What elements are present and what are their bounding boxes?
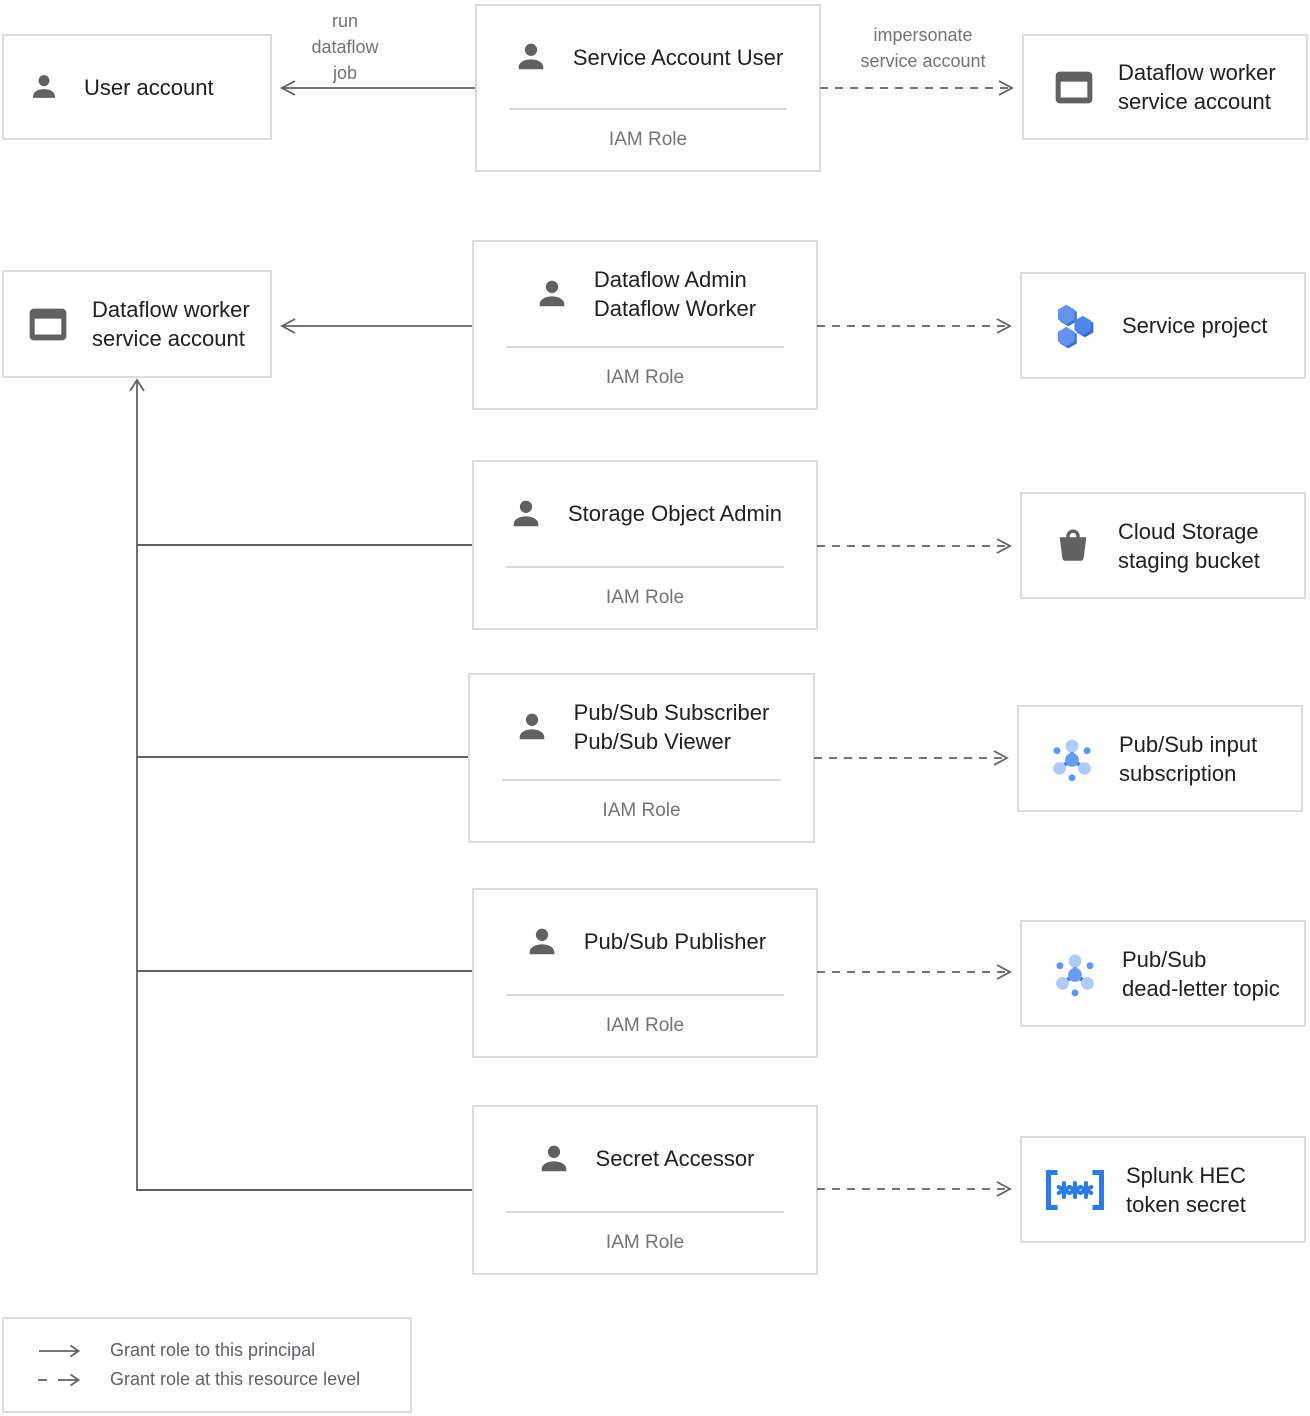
- branch-line-row6: [136, 1189, 472, 1191]
- legend-solid-label: Grant role to this principal: [110, 1340, 316, 1360]
- resource-label-line: Cloud Storage: [1118, 518, 1259, 544]
- resource-label-line: token secret: [1126, 1191, 1246, 1217]
- person-icon: [514, 709, 550, 745]
- solid-arrow-row2: [280, 318, 472, 334]
- dashed-arrow-icon: [38, 1373, 81, 1386]
- solid-arrow-run-dataflow-job: [280, 80, 475, 96]
- person-icon: [524, 924, 560, 960]
- iam-role-label: IAM Role: [605, 586, 685, 608]
- resource-label-line: subscription: [1119, 760, 1237, 786]
- pubsub-icon: [1049, 736, 1095, 782]
- service-account-icon: [1054, 70, 1094, 105]
- vertical-grant-line: [129, 378, 145, 1191]
- dashed-arrow-service-project: [817, 318, 1012, 334]
- project-hexagons-icon: [1052, 302, 1098, 349]
- divider: [506, 993, 784, 996]
- person-icon: [513, 39, 549, 75]
- pubsub-icon: [1052, 951, 1098, 997]
- edge-label-line: impersonate: [873, 25, 973, 45]
- edge-label-line: dataflow: [311, 37, 379, 57]
- person-icon: [536, 1141, 572, 1177]
- legend-row-dashed: Grant role at this resource level: [38, 1369, 410, 1390]
- role-box-dataflow-admin-worker: Dataflow Admin Dataflow Worker IAM Role: [472, 240, 818, 410]
- iam-role-label: IAM Role: [605, 366, 685, 388]
- divider: [506, 565, 784, 568]
- role-title-line: Service Account User: [572, 44, 784, 70]
- branch-line-row3: [136, 544, 472, 546]
- resource-label-line: Splunk HEC: [1126, 1162, 1246, 1188]
- cloud-storage-bucket-box: Cloud Storage staging bucket: [1020, 492, 1306, 599]
- pubsub-dead-letter-topic-box: Pub/Sub dead-letter topic: [1020, 920, 1306, 1027]
- divider: [502, 778, 781, 781]
- role-title-line: Dataflow Admin: [593, 266, 747, 292]
- edge-label-line: service account: [860, 51, 986, 71]
- legend-row-solid: Grant role to this principal: [38, 1340, 410, 1361]
- service-account-icon: [28, 307, 68, 342]
- iam-role-label: IAM Role: [608, 129, 688, 151]
- service-project-box: Service project: [1020, 272, 1306, 379]
- iam-role-label: IAM Role: [605, 1231, 685, 1253]
- resource-label-line: service account: [1118, 89, 1271, 114]
- dataflow-worker-sa-box-left: Dataflow worker service account: [2, 270, 272, 378]
- resource-label-line: staging bucket: [1118, 547, 1260, 573]
- divider: [506, 345, 784, 348]
- role-title-line: Dataflow Worker: [593, 295, 757, 321]
- dashed-arrow-impersonate: [820, 80, 1014, 96]
- principal-label-line: Dataflow worker: [92, 297, 250, 322]
- role-box-storage-object-admin: Storage Object Admin IAM Role: [472, 460, 818, 630]
- role-title-line: Secret Accessor: [595, 1146, 755, 1172]
- role-box-pubsub-publisher: Pub/Sub Publisher IAM Role: [472, 888, 818, 1058]
- dashed-arrow-staging-bucket: [817, 538, 1012, 554]
- role-box-secret-accessor: Secret Accessor IAM Role: [472, 1105, 818, 1275]
- role-title-line: Pub/Sub Subscriber: [573, 699, 770, 725]
- role-title-line: Storage Object Admin: [567, 501, 782, 527]
- divider: [509, 108, 787, 111]
- user-account-label: User account: [84, 74, 214, 100]
- person-icon: [508, 496, 544, 532]
- resource-label-line: Service project: [1122, 313, 1268, 338]
- legend-dashed-label: Grant role at this resource level: [110, 1369, 361, 1389]
- resource-label-line: Dataflow worker: [1118, 60, 1276, 85]
- user-account-box: User account: [2, 34, 272, 140]
- resource-label-line: Pub/Sub input: [1119, 731, 1258, 757]
- solid-arrow-icon: [39, 1344, 81, 1357]
- edge-label-line: run: [331, 11, 358, 31]
- branch-line-row5: [136, 970, 472, 972]
- person-icon: [534, 276, 570, 312]
- pubsub-input-subscription-box: Pub/Sub input subscription: [1017, 705, 1303, 812]
- splunk-hec-token-secret-box: Splunk HEC token secret: [1020, 1136, 1306, 1243]
- dashed-arrow-token-secret: [817, 1181, 1012, 1197]
- secret-manager-icon: [1044, 1169, 1106, 1211]
- person-icon: [28, 71, 60, 103]
- edge-label-impersonate: impersonate service account: [838, 22, 1008, 74]
- role-box-service-account-user: Service Account User IAM Role: [475, 4, 821, 172]
- iam-role-label: IAM Role: [602, 799, 681, 821]
- dataflow-worker-sa-box-top: Dataflow worker service account: [1022, 34, 1308, 140]
- edge-label-line: job: [332, 63, 358, 83]
- role-title-line: Pub/Sub Publisher: [583, 929, 767, 955]
- branch-line-row4: [136, 756, 468, 758]
- iam-role-label: IAM Role: [605, 1014, 685, 1036]
- resource-label-line: Pub/Sub: [1122, 946, 1207, 972]
- principal-label-line: service account: [92, 326, 245, 351]
- dashed-arrow-dead-letter-topic: [817, 964, 1012, 980]
- resource-label-line: dead-letter topic: [1122, 975, 1280, 1001]
- legend: Grant role to this principal Grant role …: [2, 1317, 412, 1413]
- storage-bucket-icon: [1052, 525, 1094, 567]
- edge-label-run-dataflow-job: run dataflow job: [295, 8, 395, 86]
- divider: [506, 1210, 784, 1213]
- dashed-arrow-input-subscription: [814, 750, 1009, 766]
- role-title-line: Pub/Sub Viewer: [573, 728, 732, 754]
- role-box-pubsub-subscriber-viewer: Pub/Sub Subscriber Pub/Sub Viewer IAM Ro…: [468, 673, 815, 843]
